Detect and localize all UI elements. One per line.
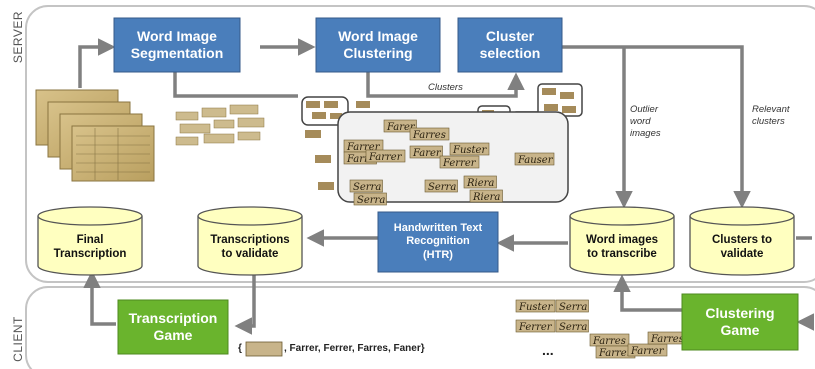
word-patch-bg bbox=[463, 175, 497, 189]
handwritten-word: Farer bbox=[412, 148, 442, 159]
transcriptions-to-validate-label: Transcriptions to validate bbox=[210, 234, 290, 260]
arrow-clustering-game-to-transcribe bbox=[613, 274, 682, 312]
handwritten-word: Riera bbox=[466, 178, 494, 189]
word-patch-bg bbox=[555, 299, 589, 313]
word-patch-bg bbox=[515, 319, 556, 333]
relevant-edge-label: Relevant clusters bbox=[752, 104, 790, 127]
ellipsis: ... bbox=[542, 342, 554, 358]
word-patch-bg bbox=[439, 155, 480, 169]
handwritten-word: Farer bbox=[386, 122, 416, 133]
htr-box bbox=[377, 211, 499, 273]
segmented-words bbox=[175, 104, 265, 146]
candidate-list: , Farrer, Ferrer, Farres, Faner} bbox=[284, 343, 425, 354]
handwritten-word: Serra bbox=[559, 302, 587, 313]
handwritten-word: Riera bbox=[472, 192, 500, 203]
server-section-label: SERVER bbox=[11, 10, 25, 64]
word-patch-bg bbox=[365, 149, 406, 163]
handwritten-word: Serra bbox=[357, 195, 385, 206]
clustering-game-label: Clustering Game bbox=[705, 305, 775, 338]
final-transcription-label: Final Transcription bbox=[53, 234, 127, 260]
handwritten-word: Fuster bbox=[518, 302, 553, 313]
word-patch-bg bbox=[424, 179, 458, 193]
handwritten-word: Fauser bbox=[517, 155, 554, 166]
data-stores bbox=[37, 206, 795, 276]
word-patch-bg bbox=[555, 319, 589, 333]
segmentation-label: Word Image Segmentation bbox=[130, 28, 224, 61]
arrow-clusters-to-selection bbox=[366, 70, 525, 98]
arrow-validate-to-game bbox=[234, 272, 256, 335]
arrow-game-to-final bbox=[83, 270, 116, 326]
word-patch-bg bbox=[409, 145, 443, 159]
outlier-edge-label: Outlier word images bbox=[630, 104, 661, 139]
htr-label: Handwritten Text Recognition (HTR) bbox=[393, 222, 483, 261]
transcription-game-label: Transcription Game bbox=[128, 310, 218, 343]
clustering-box bbox=[315, 17, 441, 73]
client-section-label: CLIENT bbox=[11, 316, 25, 362]
clustering-game-box bbox=[681, 293, 799, 351]
arrow-selection-to-clusters-validate bbox=[560, 45, 751, 209]
document-scans bbox=[35, 89, 155, 182]
handwritten-word: Ferrer bbox=[442, 158, 477, 169]
word-patch-bg bbox=[349, 179, 383, 193]
handwritten-word: Farres bbox=[592, 336, 626, 347]
word-patch-bg bbox=[514, 152, 555, 166]
handwritten-word: Serra bbox=[353, 182, 381, 193]
handwritten-word: Farrer bbox=[346, 142, 381, 153]
flow-arrows bbox=[78, 38, 814, 335]
cluster-selection-label: Cluster selection bbox=[479, 28, 541, 61]
cluster-selection-box bbox=[457, 17, 563, 73]
word-patch-bg bbox=[353, 192, 387, 206]
clustering-label: Word Image Clustering bbox=[338, 28, 418, 61]
handwritten-word: Farrer bbox=[368, 152, 403, 163]
word-patch-bg bbox=[449, 142, 490, 156]
arrow-segmentation-down bbox=[173, 70, 298, 98]
clusters-to-validate-label: Clusters to validate bbox=[711, 234, 773, 260]
candidate-word-image bbox=[245, 341, 283, 357]
handwritten-word: Farres bbox=[412, 130, 446, 141]
word-patch-bg bbox=[515, 299, 556, 313]
handwritten-word: Serra bbox=[428, 182, 456, 193]
handwritten-word: Farres bbox=[650, 334, 684, 345]
segmentation-box bbox=[113, 17, 241, 73]
clusters-edge-label: Clusters bbox=[428, 82, 463, 93]
handwritten-word: Ferrer bbox=[518, 322, 553, 333]
handwritten-word: Farrer bbox=[598, 348, 633, 359]
handwritten-word: Farra bbox=[346, 154, 375, 165]
word-images-to-transcribe-label: Word images to transcribe bbox=[586, 234, 658, 260]
arrow-docs-to-segmentation bbox=[78, 38, 116, 88]
handwritten-word: Fuster bbox=[452, 145, 487, 156]
word-patch-bg bbox=[383, 119, 417, 133]
word-patch-bg bbox=[409, 127, 450, 141]
candidate-open-brace: { bbox=[238, 343, 242, 354]
word-patch-bg bbox=[627, 343, 668, 357]
word-patch-bg bbox=[469, 189, 503, 203]
transcription-game-box bbox=[117, 299, 229, 355]
handwritten-word: Serra bbox=[559, 322, 587, 333]
handwritten-word: Farrer bbox=[630, 346, 665, 357]
